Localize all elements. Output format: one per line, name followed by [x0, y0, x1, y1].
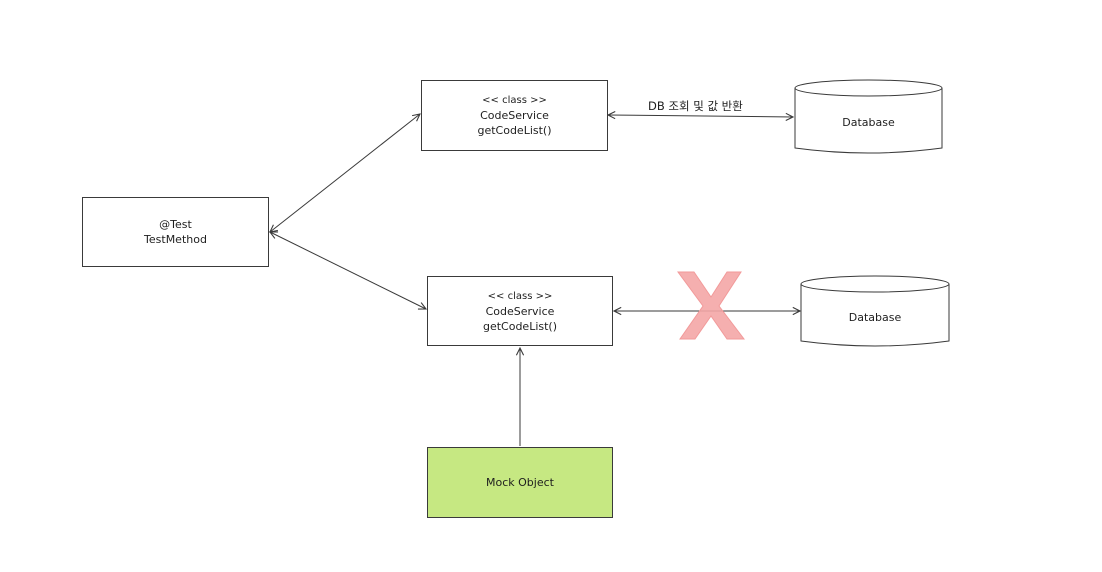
code-service-bottom-box: << class >> CodeService getCodeList() — [427, 276, 613, 346]
mock-object-box: Mock Object — [427, 447, 613, 518]
db-bottom-cylinder — [800, 275, 950, 347]
class-name: CodeService — [480, 109, 549, 122]
db-top-cylinder — [794, 79, 943, 154]
method-name: getCodeList() — [482, 319, 558, 333]
blocked-x-icon — [677, 271, 746, 340]
test-method-name: TestMethod — [144, 233, 207, 246]
arrow-test-to-service-top — [270, 114, 420, 232]
db-bottom-label: Database — [848, 311, 902, 324]
test-annotation: @Test — [159, 218, 192, 231]
arrow-service-top-to-db — [608, 115, 793, 117]
method-name: getCodeList() — [477, 124, 552, 137]
edge-label-db-query: DB 조회 및 값 반환 — [648, 99, 743, 113]
arrow-test-to-service-bottom — [270, 232, 426, 309]
test-method-box: @Test TestMethod — [82, 197, 269, 267]
mock-object-label: Mock Object — [486, 476, 554, 489]
class-stereotype: << class >> — [482, 95, 547, 106]
class-name: CodeService — [485, 304, 555, 318]
class-stereotype: << class >> — [487, 290, 553, 302]
code-service-top-box: << class >> CodeService getCodeList() — [421, 80, 608, 151]
db-top-label: Database — [842, 116, 895, 129]
